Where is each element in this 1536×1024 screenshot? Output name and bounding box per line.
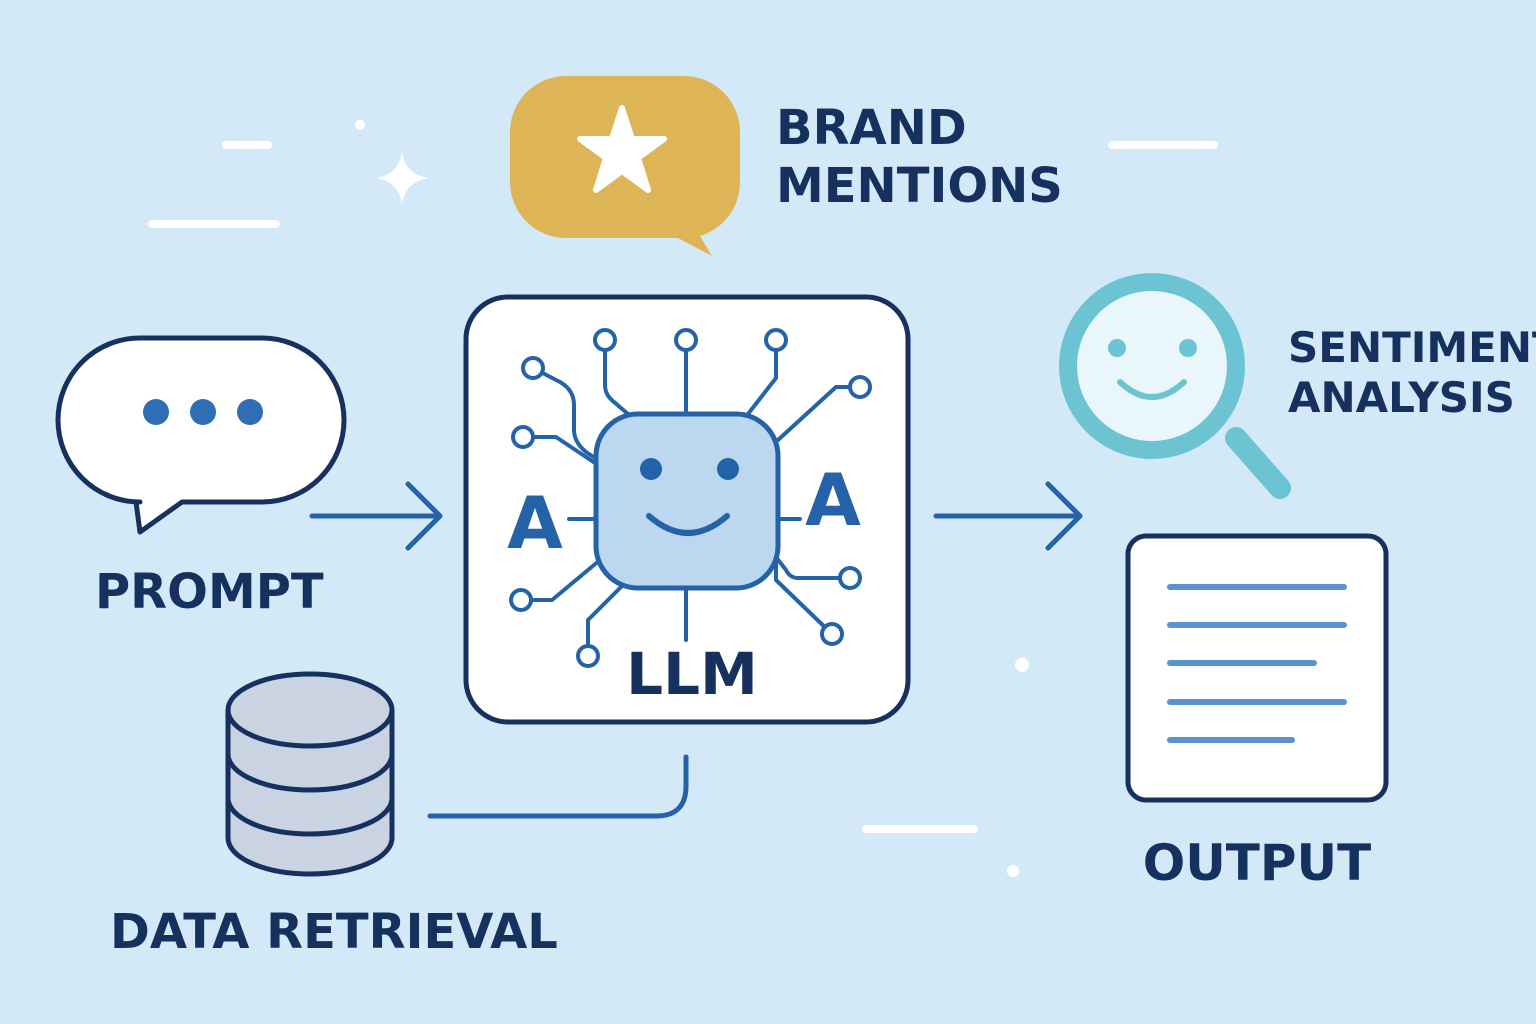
star-icon <box>577 105 667 193</box>
output-label: OUTPUT <box>1143 834 1372 892</box>
decorations <box>148 120 1218 877</box>
ellipsis-dot <box>237 399 263 425</box>
data-retrieval-label: DATA RETRIEVAL <box>110 904 558 960</box>
decor-dot <box>1015 658 1029 672</box>
brand-label-line2: MENTIONS <box>776 158 1063 214</box>
prompt-bubble-icon <box>55 335 347 535</box>
llm-glyph-right: A <box>805 458 861 542</box>
ellipsis-dot <box>190 399 216 425</box>
decor-dash <box>1108 141 1218 149</box>
arrow-prompt-to-llm <box>309 481 443 551</box>
ellipsis-dot <box>143 399 169 425</box>
chip-smiley-icon <box>640 458 739 536</box>
sparkle-icon <box>376 152 428 204</box>
connector-llm-to-data <box>427 754 689 819</box>
circuit-nodes <box>509 328 872 668</box>
arrow-llm-to-output <box>933 481 1083 551</box>
decor-dash <box>148 220 280 228</box>
document-lines <box>1167 584 1347 743</box>
decor-dot <box>355 120 365 130</box>
brand-bubble-icon <box>510 76 741 256</box>
output-document-icon <box>1125 533 1389 803</box>
llm-label: LLM <box>626 640 758 708</box>
decor-dash <box>862 825 978 833</box>
sentiment-magnifier-icon <box>1059 273 1291 499</box>
sentiment-label-line1: SENTIMENT <box>1288 323 1536 372</box>
llm-box: A A LLM <box>463 294 911 725</box>
decor-dash <box>222 141 272 149</box>
chip-icon <box>593 411 781 591</box>
brand-label-line1: BRAND <box>776 100 967 156</box>
llm-glyph-left: A <box>507 481 563 565</box>
prompt-label: PROMPT <box>95 564 324 620</box>
database-icon <box>225 671 395 877</box>
sentiment-label-line2: ANALYSIS <box>1288 373 1515 422</box>
decor-dot <box>1007 865 1019 877</box>
